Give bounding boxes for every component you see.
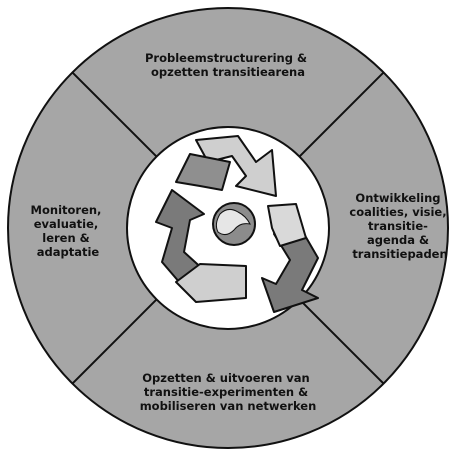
recycle-arrow-bottom — [175, 263, 247, 303]
divider-top-right — [298, 71, 385, 158]
segment-label-left: Monitoren, evaluatie, leren & adaptatie — [31, 203, 106, 259]
segment-right-line-4: agenda & — [367, 233, 429, 247]
segment-right-line-3: transitie- — [368, 219, 428, 233]
segment-label-top: Probleemstructurering & opzetten transit… — [145, 51, 311, 79]
segment-right-line-2: coalities, visie, — [349, 205, 446, 219]
divider-top-left — [71, 71, 158, 158]
recycle-arrow-right — [261, 219, 319, 313]
segment-label-right: Ontwikkeling coalities, visie, transitie… — [349, 191, 450, 261]
globe-continents — [215, 208, 251, 236]
recycle-arrow-left — [155, 189, 207, 291]
segment-right-line-5: transitiepaden — [352, 247, 447, 261]
segment-bottom-line-2: transitie-experimenten & — [144, 385, 308, 399]
segment-left-line-1: Monitoren, — [31, 203, 102, 217]
segment-label-bottom: Opzetten & uitvoeren van transitie-exper… — [140, 371, 317, 413]
segment-bottom-line-1: Opzetten & uitvoeren van — [142, 371, 309, 385]
segment-left-line-3: leren & — [42, 231, 89, 245]
divider-bottom-left — [71, 298, 158, 385]
recycle-arrows-with-globe-icon — [155, 135, 319, 313]
recycle-arrow-upper-right — [267, 203, 307, 247]
segment-top-line-1: Probleemstructurering & — [145, 51, 307, 65]
segment-bottom-line-3: mobiliseren van netwerken — [140, 399, 317, 413]
segment-left-line-2: evaluatie, — [34, 217, 99, 231]
segment-top-line-2: opzetten transitiearena — [151, 65, 305, 79]
segment-right-line-1: Ontwikkeling — [355, 191, 440, 205]
divider-bottom-right — [298, 298, 385, 385]
segment-left-line-4: adaptatie — [37, 245, 100, 259]
recycle-arrow-upper-left — [175, 153, 231, 191]
segment-dividers — [71, 71, 385, 385]
